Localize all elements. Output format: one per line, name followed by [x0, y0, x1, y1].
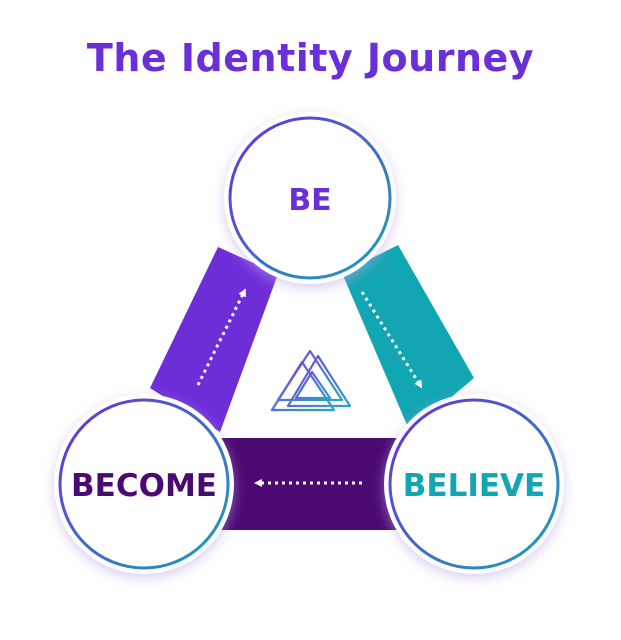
node-be-label: BE [288, 183, 331, 218]
node-believe: BELIEVE [384, 394, 564, 574]
connector-become-be [150, 247, 278, 432]
node-be: BE [224, 112, 396, 284]
connector-be-believe [342, 245, 474, 432]
arrow-be-to-believe [360, 291, 423, 389]
arrow-become-to-be [196, 288, 246, 386]
diagram-title: The Identity Journey [86, 36, 535, 80]
triangle-logo-icon [270, 349, 352, 412]
node-become: BECOME [54, 394, 234, 574]
node-become-label: BECOME [71, 468, 217, 504]
node-believe-label: BELIEVE [403, 468, 545, 504]
